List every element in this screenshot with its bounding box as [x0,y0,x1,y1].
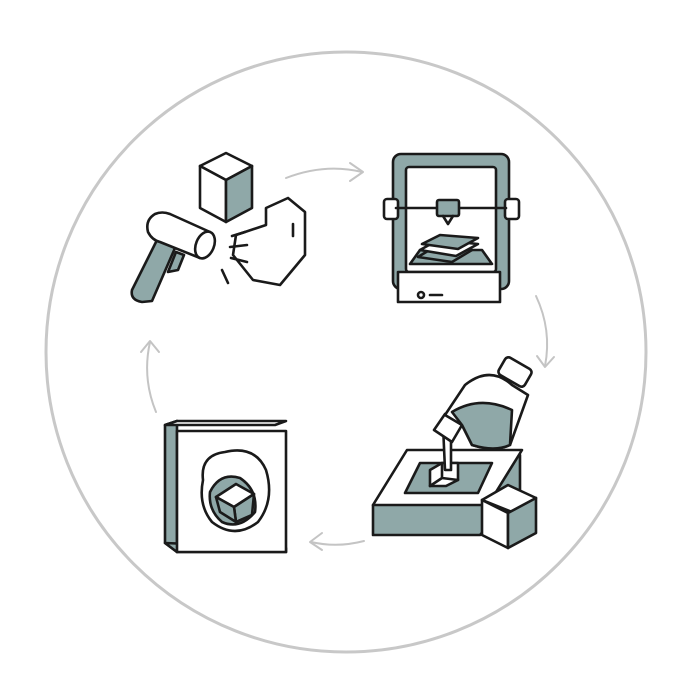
arrow-scan-to-print [285,162,364,182]
cycle-ring [44,50,648,654]
arrow-cast-to-mold [309,532,365,551]
arrow-mold-to-scan [140,340,160,413]
3d-printer-icon [382,152,521,304]
mold-casting-icon [371,356,538,550]
arrow-print-to-cast [535,295,555,368]
3d-scanner-icon [130,151,307,304]
mold-box-icon [163,419,288,554]
